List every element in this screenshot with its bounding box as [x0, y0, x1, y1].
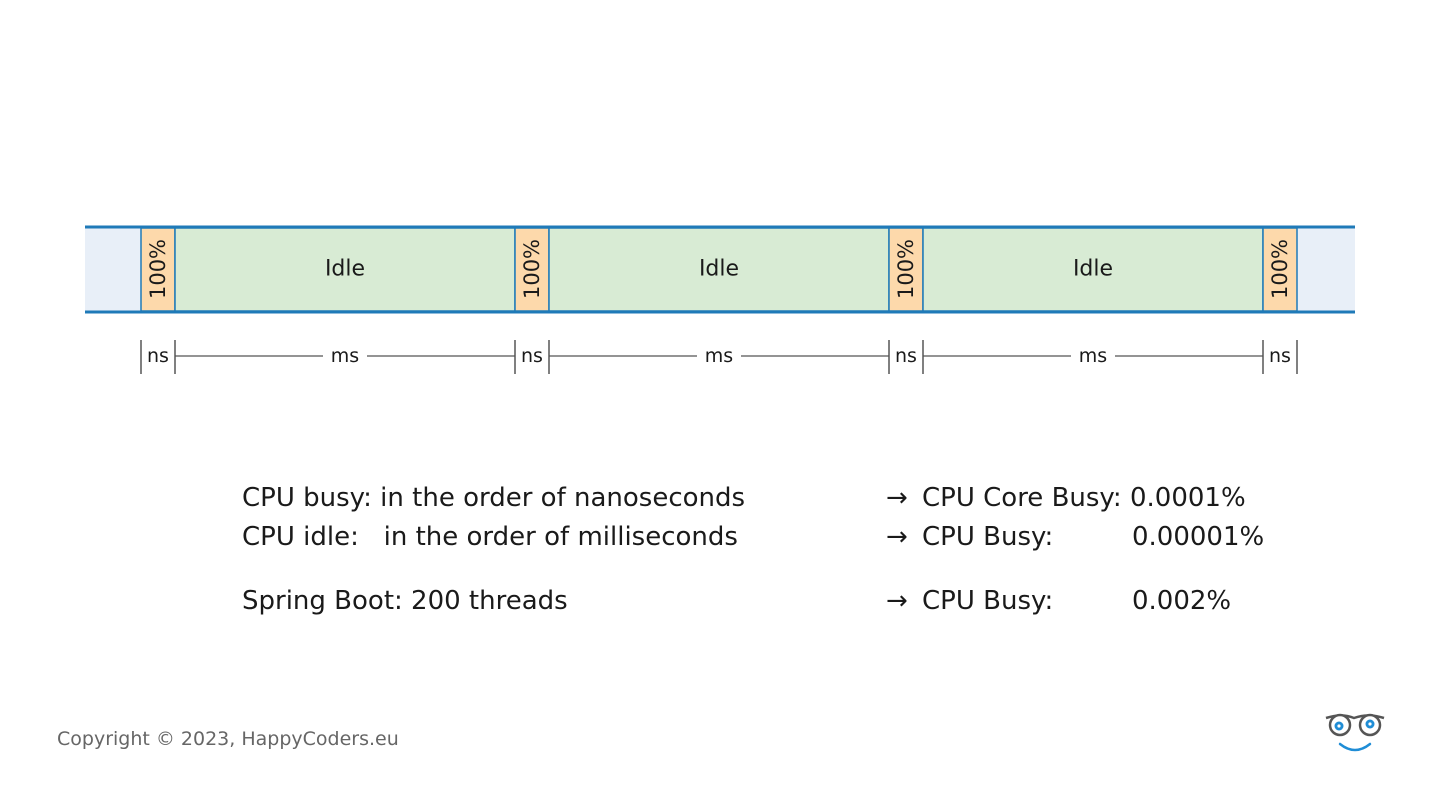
duration-label: ms [1079, 345, 1107, 367]
duration-label: ms [331, 345, 359, 367]
duration-label: ms [705, 345, 733, 367]
busy-segment-label: 100% [520, 239, 544, 299]
duration-label: ns [1269, 345, 1291, 367]
idle-segment-label: Idle [1073, 257, 1113, 282]
duration-label: ns [521, 345, 543, 367]
busy-segment-label: 100% [146, 239, 170, 299]
busy-segment [514, 227, 550, 312]
stat-row-2-arrow: → [886, 522, 908, 552]
idle-segment [548, 227, 890, 312]
stat-row-3-label: CPU Busy: [922, 586, 1054, 616]
stat-row-1-arrow: → [886, 483, 908, 513]
stat-row-2-value: 0.00001% [1132, 522, 1265, 552]
cpu-timeline-diagram: 100% Idle 100% Idle 100% Idle 100% ns ms ns ms ns m… [85, 225, 1355, 374]
idle-segment-label: Idle [325, 257, 365, 282]
stat-row-2-label: CPU Busy: [922, 522, 1054, 552]
stat-row-1-left: CPU busy: in the order of nanoseconds [242, 483, 746, 513]
duration-label: ns [147, 345, 169, 367]
busy-segment [1262, 227, 1298, 312]
happycoders-logo-icon [1325, 713, 1385, 752]
stat-row-1-value: 0.0001% [1130, 483, 1246, 513]
stat-row-2-left: CPU idle: in the order of milliseconds [242, 522, 738, 552]
copyright-text: Copyright © 2023, HappyCoders.eu [57, 728, 399, 750]
stat-row-3-arrow: → [886, 586, 908, 616]
stat-row-1-label: CPU Core Busy: [922, 483, 1122, 513]
busy-segment [140, 227, 176, 312]
idle-segment-label: Idle [699, 257, 739, 282]
busy-segment-label: 100% [894, 239, 918, 299]
duration-label: ns [895, 345, 917, 367]
busy-segment-label: 100% [1268, 239, 1292, 299]
stat-row-3-value: 0.002% [1132, 586, 1232, 616]
stat-row-3-left: Spring Boot: 200 threads [242, 586, 568, 616]
